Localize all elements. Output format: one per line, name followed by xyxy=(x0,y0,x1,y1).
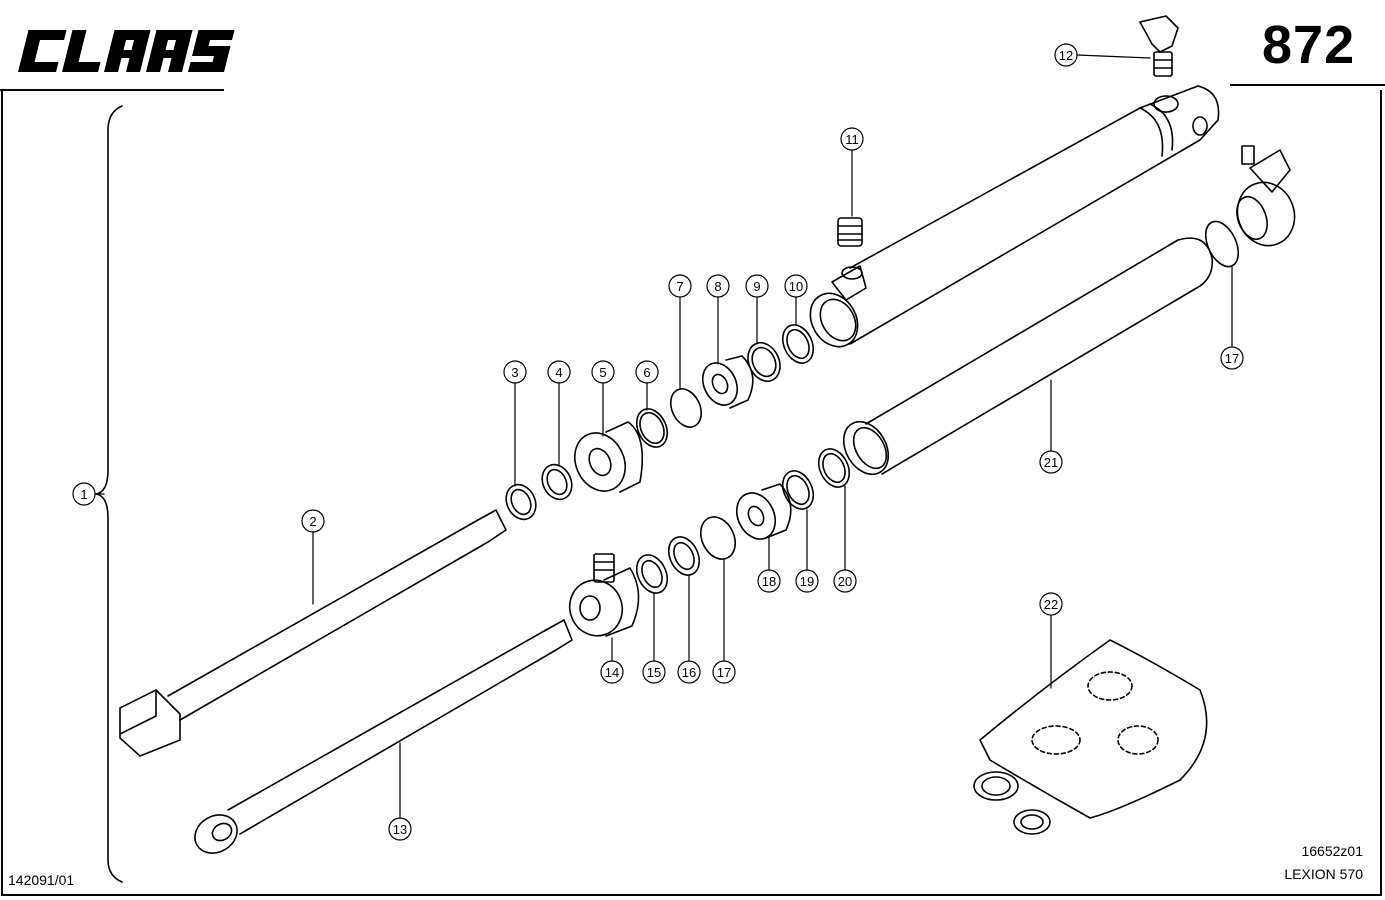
callout-15 xyxy=(642,660,666,684)
callout-20 xyxy=(833,569,857,593)
callout-21 xyxy=(1039,450,1063,474)
callout-2 xyxy=(301,509,325,533)
callout-5 xyxy=(591,360,615,384)
callout-label: 17 xyxy=(1225,351,1239,366)
callout-label: 7 xyxy=(676,279,683,294)
elbow-fitting-top xyxy=(1139,15,1179,77)
callout-22 xyxy=(1039,592,1063,616)
header-rule-right xyxy=(1230,84,1385,86)
callout-label: 21 xyxy=(1044,455,1058,470)
callout-16 xyxy=(677,660,701,684)
header-rule-left xyxy=(0,89,224,91)
cylinder-barrel-lower xyxy=(842,237,1214,476)
callout-12 xyxy=(1054,43,1078,67)
callout-1 xyxy=(72,482,96,506)
cylinder-head-lower xyxy=(568,553,640,637)
drawing-code: 16652z01 xyxy=(1301,843,1363,859)
callout-10 xyxy=(784,274,808,298)
callout-17-upper xyxy=(1220,346,1244,370)
callout-label: 15 xyxy=(647,665,661,680)
callout-markers xyxy=(72,43,1244,841)
callout-label: 5 xyxy=(599,365,606,380)
callout-label: 13 xyxy=(393,822,407,837)
page-number: 872 xyxy=(1262,15,1356,75)
callout-3 xyxy=(503,360,527,384)
callout-14 xyxy=(600,660,624,684)
piston-rod-upper xyxy=(119,509,507,757)
end-cap-right xyxy=(1204,145,1296,268)
callout-6 xyxy=(635,360,659,384)
callout-label: 3 xyxy=(511,365,518,380)
callout-label: 4 xyxy=(555,365,562,380)
callout-label: 16 xyxy=(682,665,696,680)
callout-label: 14 xyxy=(605,665,619,680)
seal-kit-bag xyxy=(973,639,1208,835)
model-name: LEXION 570 xyxy=(1284,866,1363,882)
cylinder-barrel-upper xyxy=(809,85,1220,348)
callout-9 xyxy=(745,274,769,298)
leader-lines xyxy=(95,54,1233,818)
claas-logo xyxy=(18,30,235,72)
document-code: 142091/01 xyxy=(8,872,75,888)
callout-18 xyxy=(757,569,781,593)
callout-labels: 1 2 3 4 5 6 7 8 9 10 11 12 13 14 15 16 1… xyxy=(80,48,1239,837)
callout-label: 8 xyxy=(714,279,721,294)
callout-11 xyxy=(840,127,864,151)
callout-label: 19 xyxy=(800,574,814,589)
callout-label: 6 xyxy=(643,365,650,380)
callout-4 xyxy=(547,360,571,384)
callout-label: 1 xyxy=(80,487,87,502)
callout-17-lower xyxy=(712,660,736,684)
callout-label: 18 xyxy=(762,574,776,589)
callout-label: 12 xyxy=(1059,48,1073,63)
callout-label: 17 xyxy=(717,665,731,680)
callout-label: 11 xyxy=(845,132,859,147)
callout-label: 2 xyxy=(309,514,316,529)
drawing-frame xyxy=(1,90,1382,896)
callout-7 xyxy=(668,274,692,298)
callout-19 xyxy=(795,569,819,593)
callout-label: 22 xyxy=(1044,597,1058,612)
seal-rings-upper xyxy=(505,324,815,521)
port-fitting xyxy=(837,217,863,247)
seal-rings-lower xyxy=(635,448,851,594)
callout-8 xyxy=(706,274,730,298)
callout-label: 20 xyxy=(838,574,852,589)
callout-label: 10 xyxy=(789,279,803,294)
piston-rod-lower xyxy=(194,619,573,854)
callout-label: 9 xyxy=(753,279,760,294)
callout-13 xyxy=(388,817,412,841)
